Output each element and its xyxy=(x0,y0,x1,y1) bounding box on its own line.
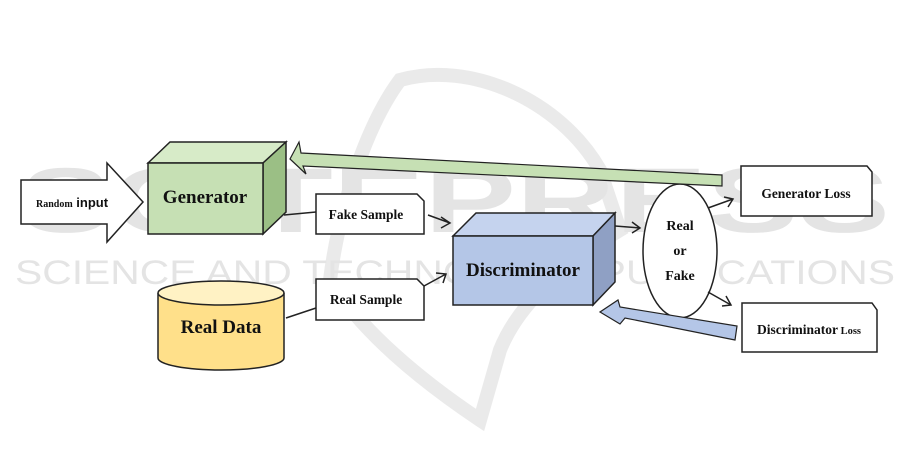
random-input-label: input xyxy=(73,195,109,210)
real-sample-label: Real Sample xyxy=(330,292,402,307)
arrow-icon xyxy=(708,292,731,306)
decision-line-3: Fake xyxy=(665,269,695,284)
discriminator-loss-label: Discriminator xyxy=(757,322,838,337)
generator-loss-label: Generator Loss xyxy=(761,186,850,201)
discriminator-label: Discriminator xyxy=(466,260,581,281)
discriminator-loss-label-small: Loss xyxy=(838,326,861,337)
decision-line-1: Real xyxy=(666,219,693,234)
generator-node: Generator xyxy=(148,142,286,234)
fake-sample-label: Fake Sample xyxy=(329,207,404,222)
discriminator-loss-node: Discriminator Loss xyxy=(742,303,877,352)
random-input-label-small: Random xyxy=(36,199,73,210)
generator-label: Generator xyxy=(163,187,248,208)
connector-line xyxy=(286,308,316,318)
real-data-label: Real Data xyxy=(181,317,262,338)
decision-line-2: or xyxy=(673,244,686,259)
real-data-node: Real Data xyxy=(158,281,284,370)
generator-loss-node: Generator Loss xyxy=(741,166,872,216)
